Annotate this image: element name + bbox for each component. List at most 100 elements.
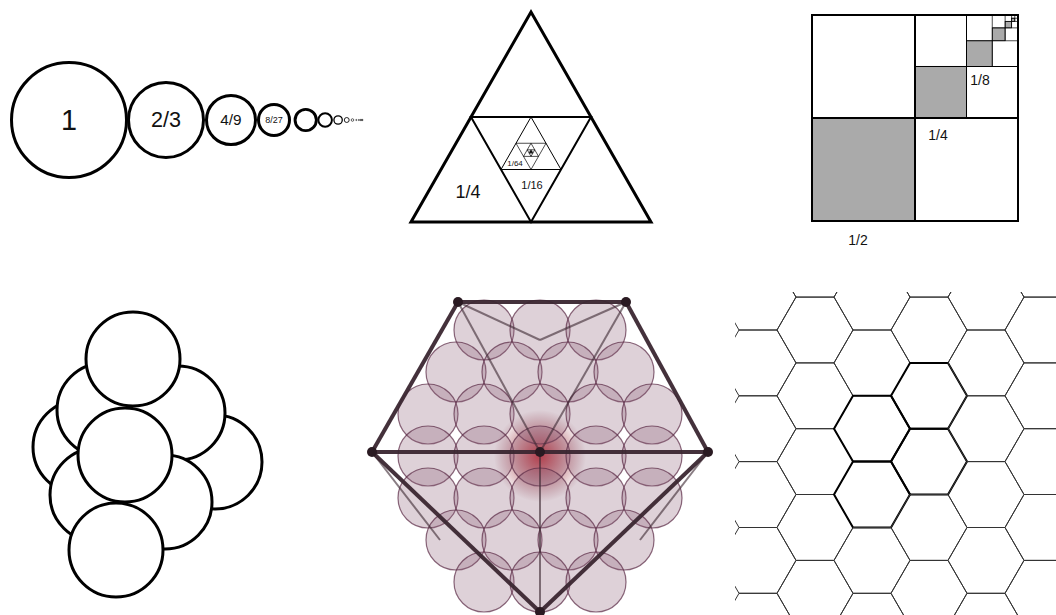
hexagon-cell (891, 495, 967, 561)
triangle-outline (524, 143, 539, 156)
fraction-text: 8/27 (257, 103, 291, 137)
hexagon-cell (1005, 297, 1056, 363)
square-cell (967, 41, 993, 67)
hexagon-cell (1005, 560, 1056, 615)
hexagon-cell (948, 593, 1024, 615)
triangle-outline (530, 151, 531, 152)
small-circle (362, 119, 363, 120)
hexagon-cell (1005, 495, 1056, 561)
circle-node: 4/9 (205, 94, 257, 146)
frame-rod (458, 302, 540, 452)
sphere-circle (86, 312, 180, 406)
hexagon-cell (777, 363, 853, 429)
fraction-text: 2/3 (127, 81, 205, 159)
frame-rod (372, 302, 458, 452)
fraction-label: 1/2 (848, 233, 867, 247)
small-circle (361, 119, 362, 120)
small-circle (351, 119, 354, 122)
square-cell (992, 28, 1005, 41)
square-divider (812, 117, 1018, 119)
hexagon-cell (948, 396, 1024, 462)
frame-rod (458, 300, 626, 304)
hexagon-cell (735, 593, 796, 615)
hexagon-cell (834, 593, 910, 615)
fraction-label: 1/64 (507, 160, 523, 168)
hexagon-cell (834, 528, 910, 594)
frame-joint (703, 447, 713, 457)
square-divider (967, 40, 1019, 41)
hexagon-cell (735, 396, 796, 462)
triangle-outline (501, 117, 561, 170)
hexagon-cell (948, 292, 1024, 330)
sphere-circle (78, 408, 172, 502)
hexagon-cell (735, 462, 796, 528)
hexagon-cell (735, 330, 796, 396)
cuboctahedron-spheres (367, 297, 713, 615)
small-circle (318, 113, 332, 127)
frame-rod (372, 452, 540, 612)
square-divider (915, 66, 1018, 67)
square-divider (1005, 21, 1018, 22)
square-cell (1005, 21, 1011, 27)
frame-joint (367, 447, 377, 457)
circle-node: 8/27 (257, 103, 291, 137)
hexagon-cell (891, 560, 967, 615)
frame-rod (640, 452, 708, 540)
fraction-label: 1/16 (521, 180, 542, 191)
hexagon-cell (948, 462, 1024, 528)
hexagon-cell (735, 528, 796, 594)
hexagon-cell (1005, 363, 1056, 429)
hexagon-cell (777, 292, 853, 297)
hexagon-cell (891, 292, 967, 297)
fraction-label: 1/4 (455, 183, 480, 201)
square-cell (812, 15, 1018, 221)
triangle-fractal (411, 12, 651, 222)
frame-rod (540, 452, 708, 612)
frame-joint (453, 297, 463, 307)
hexagon-cell (834, 292, 910, 330)
hexagon-cell (948, 528, 1024, 594)
triangle-outline (530, 151, 532, 153)
hexagon-cell (777, 429, 853, 495)
circle-chain (295, 109, 363, 130)
frame-rod (458, 302, 540, 340)
hexagon-cell (891, 363, 967, 429)
triangle-outline (530, 151, 532, 153)
frame-joint (535, 607, 545, 615)
triangle-outline (529, 150, 533, 153)
hexagon-grid (735, 292, 1056, 615)
frame-rod (540, 302, 626, 452)
circle-node: 2/3 (127, 81, 205, 159)
fraction-label: 1/8 (970, 73, 989, 87)
hexagon-cell (834, 462, 910, 528)
hexagon-cell (777, 297, 853, 363)
hexagon-cell (834, 396, 910, 462)
hexagon-cell (834, 330, 910, 396)
hexagon-cell (735, 292, 796, 330)
square-divider (1012, 18, 1018, 19)
square-fractal (812, 15, 1018, 221)
triangle-outline (411, 12, 651, 222)
sphere-circle (69, 503, 163, 597)
frame-joint (535, 447, 545, 457)
sphere-stack (33, 312, 262, 597)
triangle-outline (527, 150, 535, 157)
hexagon-cell (777, 495, 853, 561)
small-circle (334, 116, 342, 124)
square-divider (992, 27, 1018, 28)
small-circle (344, 118, 349, 123)
frame-joint (621, 297, 631, 307)
fraction-text: 4/9 (205, 94, 257, 146)
frame-rod (540, 302, 626, 340)
square-cell (812, 118, 915, 221)
hexagon-cell (891, 297, 967, 363)
hexagon-cell (891, 429, 967, 495)
small-circle (358, 119, 359, 120)
fraction-label: 1/4 (928, 128, 947, 142)
frame-rod (626, 302, 708, 452)
hexagon-cell (948, 330, 1024, 396)
frame-rod (372, 452, 440, 540)
frame-rod (539, 452, 541, 612)
triangle-outline (471, 117, 591, 222)
hexagon-cell (777, 560, 853, 615)
